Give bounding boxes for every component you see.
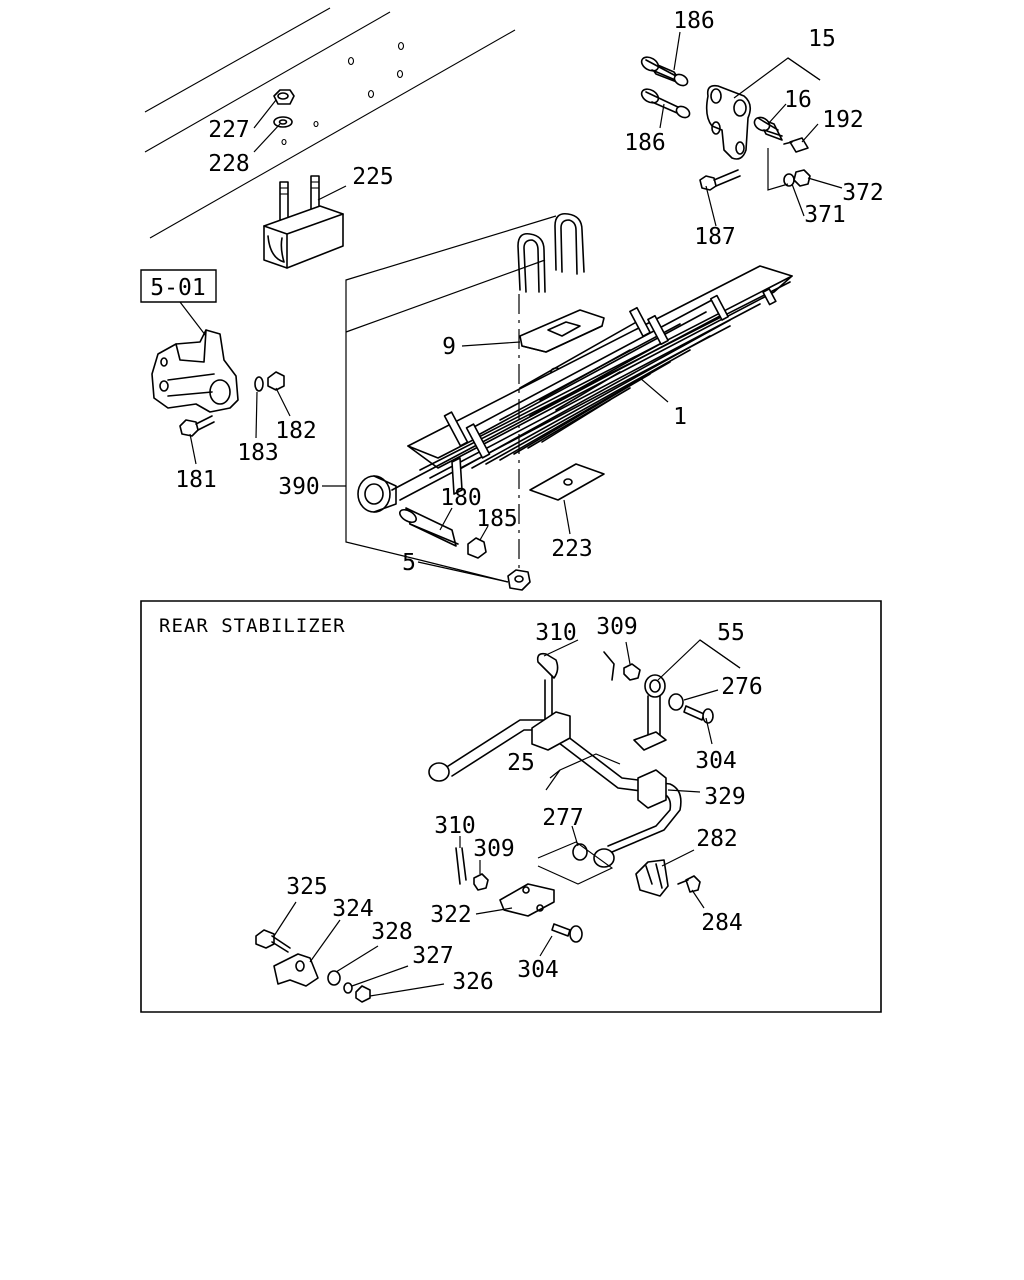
reference-box-5-01[interactable]: 5-01 — [141, 270, 216, 302]
callout-187: 187 — [694, 224, 736, 250]
washer-228 — [274, 117, 292, 127]
stabilizer-callouts: 310 309 55 276 304 25 329 277 310 282 30… — [286, 614, 763, 995]
bolt-187 — [700, 170, 740, 190]
callout-282: 282 — [696, 826, 738, 852]
callout-277: 277 — [542, 805, 584, 831]
callout-9: 9 — [442, 334, 456, 360]
callout-5: 5 — [402, 550, 416, 576]
callout-329: 329 — [704, 784, 746, 810]
shackle-15 — [707, 86, 751, 159]
pad-223 — [530, 464, 604, 500]
callout-327: 327 — [412, 943, 454, 969]
washer-327 — [344, 983, 352, 993]
clamp-329 — [638, 770, 666, 808]
bolt-304-lower — [552, 924, 582, 942]
callout-304-upper: 304 — [695, 748, 737, 774]
bolt-192 — [784, 138, 808, 152]
bushing-276 — [669, 694, 683, 710]
callout-284: 284 — [701, 910, 743, 936]
callout-325: 325 — [286, 874, 328, 900]
section-title: REAR STABILIZER — [159, 615, 346, 637]
upper-callouts: 186 15 16 192 186 372 371 187 227 228 22… — [175, 8, 884, 576]
callout-192: 192 — [822, 107, 864, 133]
callout-276: 276 — [721, 674, 763, 700]
callout-186-bottom: 186 — [624, 130, 666, 156]
callout-322: 322 — [430, 902, 472, 928]
callout-371: 371 — [804, 202, 846, 228]
stabilizer-link-left — [532, 654, 570, 750]
nut-5 — [508, 570, 530, 590]
bracket-324 — [274, 954, 318, 986]
cotter-310-left — [456, 848, 466, 884]
callout-181: 181 — [175, 467, 217, 493]
front-spring-hanger-bracket — [152, 330, 238, 412]
callout-310-upper: 310 — [535, 620, 577, 646]
nut-182 — [268, 372, 284, 390]
reference-box-label: 5-01 — [150, 275, 205, 301]
callout-309-upper: 309 — [596, 614, 638, 640]
callout-180: 180 — [440, 485, 482, 511]
callout-225: 225 — [352, 164, 394, 190]
callout-328: 328 — [371, 919, 413, 945]
callout-304-lower: 304 — [517, 957, 559, 983]
callout-228: 228 — [208, 151, 250, 177]
bolt-180 — [398, 507, 458, 546]
callout-1: 1 — [673, 404, 687, 430]
bracket-282 — [636, 860, 668, 896]
rear-stabilizer-section-frame — [141, 601, 881, 1012]
bolt-304-upper — [684, 706, 713, 723]
shackle-pin-186-upper — [639, 54, 689, 88]
callout-16: 16 — [784, 87, 812, 113]
bolt-181 — [180, 416, 214, 436]
bracket-322 — [500, 884, 554, 916]
nut-309-upper — [624, 664, 640, 680]
bolt-284 — [678, 876, 700, 892]
cotter-310-upper — [604, 652, 614, 680]
callout-326: 326 — [452, 969, 494, 995]
bushing-277 — [573, 844, 587, 860]
callout-324: 324 — [332, 896, 374, 922]
nut-326 — [356, 986, 370, 1002]
leader-lines — [180, 32, 842, 996]
nut-227 — [274, 90, 294, 104]
bushing-16 — [752, 115, 782, 140]
bolt-325 — [256, 930, 290, 952]
shackle-pin-186-lower — [639, 86, 691, 120]
callout-310-lower: 310 — [434, 813, 476, 839]
stabilizer-link-55 — [634, 675, 666, 750]
spring-eye-bushing — [358, 476, 396, 512]
nut-372 — [794, 170, 810, 186]
callout-183: 183 — [237, 440, 279, 466]
spring-seat-9 — [520, 310, 604, 352]
callout-25: 25 — [507, 750, 535, 776]
callout-372: 372 — [842, 180, 884, 206]
nut-185 — [468, 538, 486, 558]
frame-rail — [145, 8, 515, 238]
washer-183 — [255, 377, 263, 391]
callout-186-top: 186 — [673, 8, 715, 34]
callout-223: 223 — [551, 536, 593, 562]
callout-390: 390 — [278, 474, 320, 500]
nut-309-lower — [474, 874, 488, 890]
u-bolts-5 — [518, 214, 584, 292]
callout-309-lower: 309 — [473, 836, 515, 862]
washer-328 — [328, 971, 340, 985]
leaf-spring-1 — [392, 266, 792, 500]
bump-stopper-225 — [264, 176, 343, 268]
callout-185: 185 — [476, 506, 518, 532]
callout-15: 15 — [808, 26, 836, 52]
callout-182: 182 — [275, 418, 317, 444]
callout-227: 227 — [208, 117, 250, 143]
callout-55: 55 — [717, 620, 745, 646]
